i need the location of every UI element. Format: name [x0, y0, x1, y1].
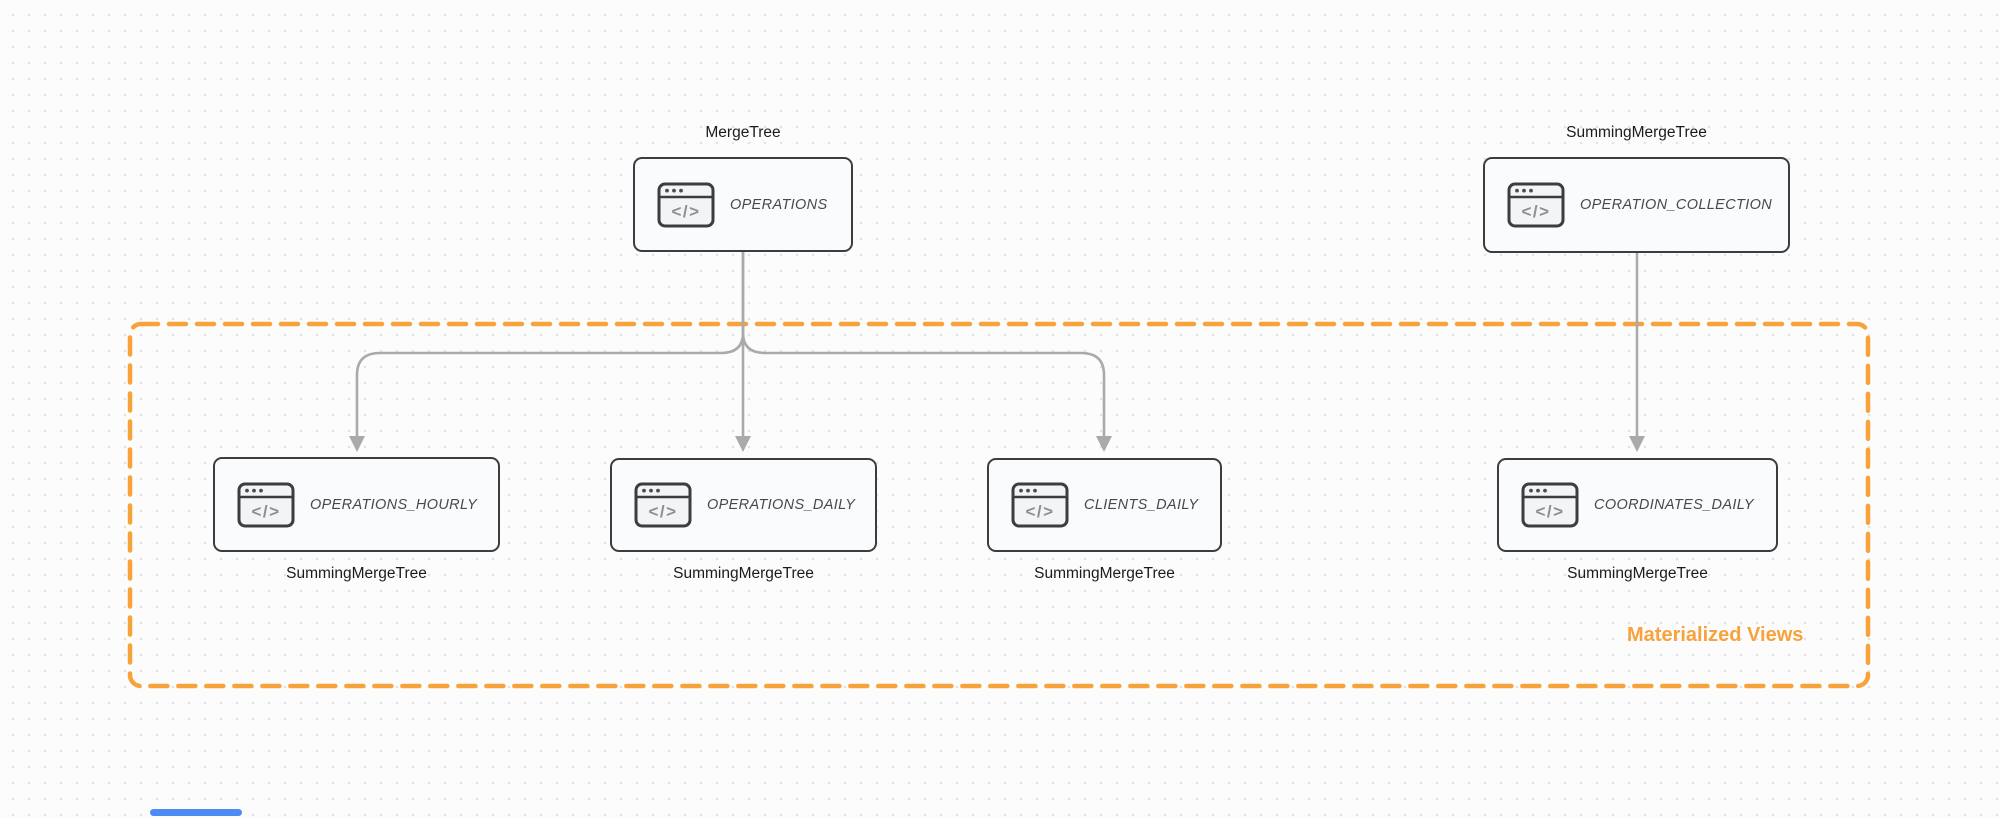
table-node-box[interactable]: </> COORDINATES_DAILY	[1497, 458, 1778, 552]
svg-text:</>: </>	[648, 502, 677, 521]
code-window-icon: </>	[1507, 182, 1565, 228]
code-window-icon: </>	[1521, 482, 1579, 528]
table-node-box[interactable]: </> OPERATION_COLLECTION	[1483, 157, 1790, 253]
edge-operations-to-clients	[741, 332, 1106, 437]
engine-label: SummingMergeTree	[286, 565, 427, 582]
node-operations: MergeTree </> OPERATIONS	[633, 124, 853, 252]
engine-label: MergeTree	[705, 124, 781, 141]
code-window-icon: </>	[634, 482, 692, 528]
node-operations-hourly: </> OPERATIONS_HOURLY SummingMergeTree	[213, 457, 500, 582]
table-name: OPERATION_COLLECTION	[1580, 197, 1773, 213]
engine-label: SummingMergeTree	[673, 565, 814, 582]
svg-text:</>: </>	[671, 202, 700, 221]
table-name: CLIENTS_DAILY	[1084, 497, 1199, 513]
table-name: OPERATIONS_DAILY	[707, 497, 856, 513]
node-coordinates-daily: </> COORDINATES_DAILY SummingMergeTree	[1497, 458, 1778, 582]
edge-operations-to-hourly	[355, 252, 745, 437]
code-window-icon: </>	[1011, 482, 1069, 528]
svg-text:</>: </>	[251, 502, 280, 521]
engine-label: SummingMergeTree	[1567, 565, 1708, 582]
node-operation-collection: SummingMergeTree </> OPERATION_COLLECTIO…	[1483, 124, 1790, 253]
table-node-box[interactable]: </> OPERATIONS	[633, 157, 853, 252]
table-name: OPERATIONS	[730, 196, 828, 213]
svg-text:</>: </>	[1025, 502, 1054, 521]
table-node-box[interactable]: </> CLIENTS_DAILY	[987, 458, 1222, 552]
table-name: OPERATIONS_HOURLY	[310, 496, 478, 513]
svg-text:</>: </>	[1535, 502, 1564, 521]
horizontal-scrollbar-thumb[interactable]	[150, 809, 242, 816]
materialized-views-label: Materialized Views	[1627, 624, 1804, 646]
table-node-box[interactable]: </> OPERATIONS_HOURLY	[213, 457, 500, 552]
svg-text:</>: </>	[1521, 202, 1550, 221]
engine-label: SummingMergeTree	[1034, 565, 1175, 582]
table-name: COORDINATES_DAILY	[1594, 497, 1754, 513]
arrowhead-icon	[1629, 436, 1645, 452]
engine-label: SummingMergeTree	[1566, 124, 1707, 141]
node-operations-daily: </> OPERATIONS_DAILY SummingMergeTree	[610, 458, 877, 582]
code-window-icon: </>	[237, 482, 295, 528]
arrowhead-icon	[349, 436, 365, 452]
arrowhead-icon	[1096, 436, 1112, 452]
node-clients-daily: </> CLIENTS_DAILY SummingMergeTree	[987, 458, 1222, 582]
code-window-icon: </>	[657, 182, 715, 228]
arrowhead-icon	[735, 436, 751, 452]
table-node-box[interactable]: </> OPERATIONS_DAILY	[610, 458, 877, 552]
